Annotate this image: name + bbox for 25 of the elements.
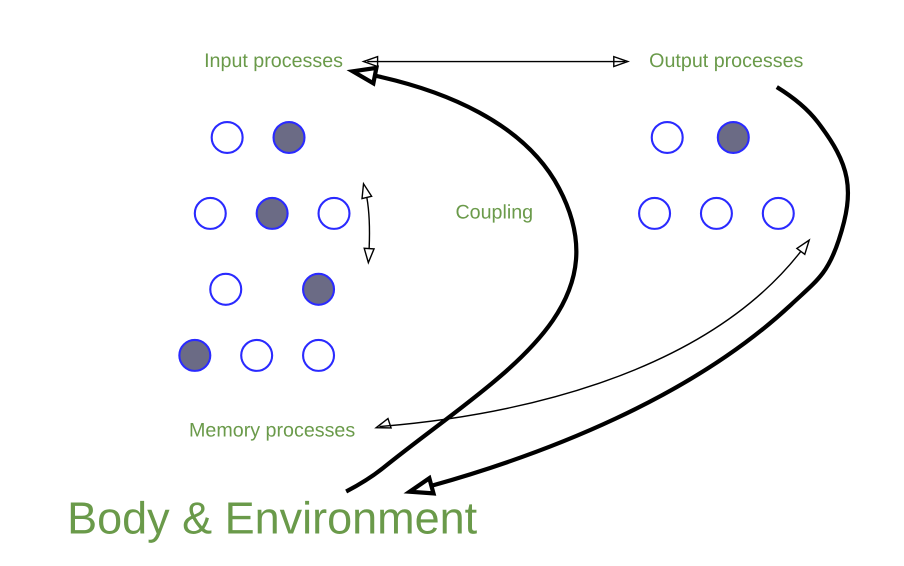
node-circle <box>272 120 306 154</box>
node-circle <box>650 120 684 154</box>
arrow <box>374 238 810 429</box>
node-text: Output processes <box>649 50 804 72</box>
node-circle <box>194 196 227 230</box>
arrow <box>345 65 578 494</box>
arrow <box>361 56 630 68</box>
node-text: Body & Environment <box>67 492 478 544</box>
node-circle <box>700 196 733 230</box>
node-circle <box>716 120 750 154</box>
node-circle <box>178 338 212 372</box>
node-circle <box>210 120 244 154</box>
label: Coupling <box>455 202 534 224</box>
node-text: Memory processes <box>189 420 356 442</box>
node-circle <box>317 196 351 230</box>
node-circle <box>240 338 274 372</box>
arrow <box>361 182 376 265</box>
arrow <box>404 85 850 496</box>
node-circle <box>638 196 672 230</box>
node-text: Input processes <box>204 50 343 72</box>
node-circle <box>209 272 242 306</box>
node-circle <box>762 196 795 230</box>
node-circle <box>302 338 336 372</box>
node-circle <box>302 272 336 306</box>
node-circle <box>256 196 289 230</box>
